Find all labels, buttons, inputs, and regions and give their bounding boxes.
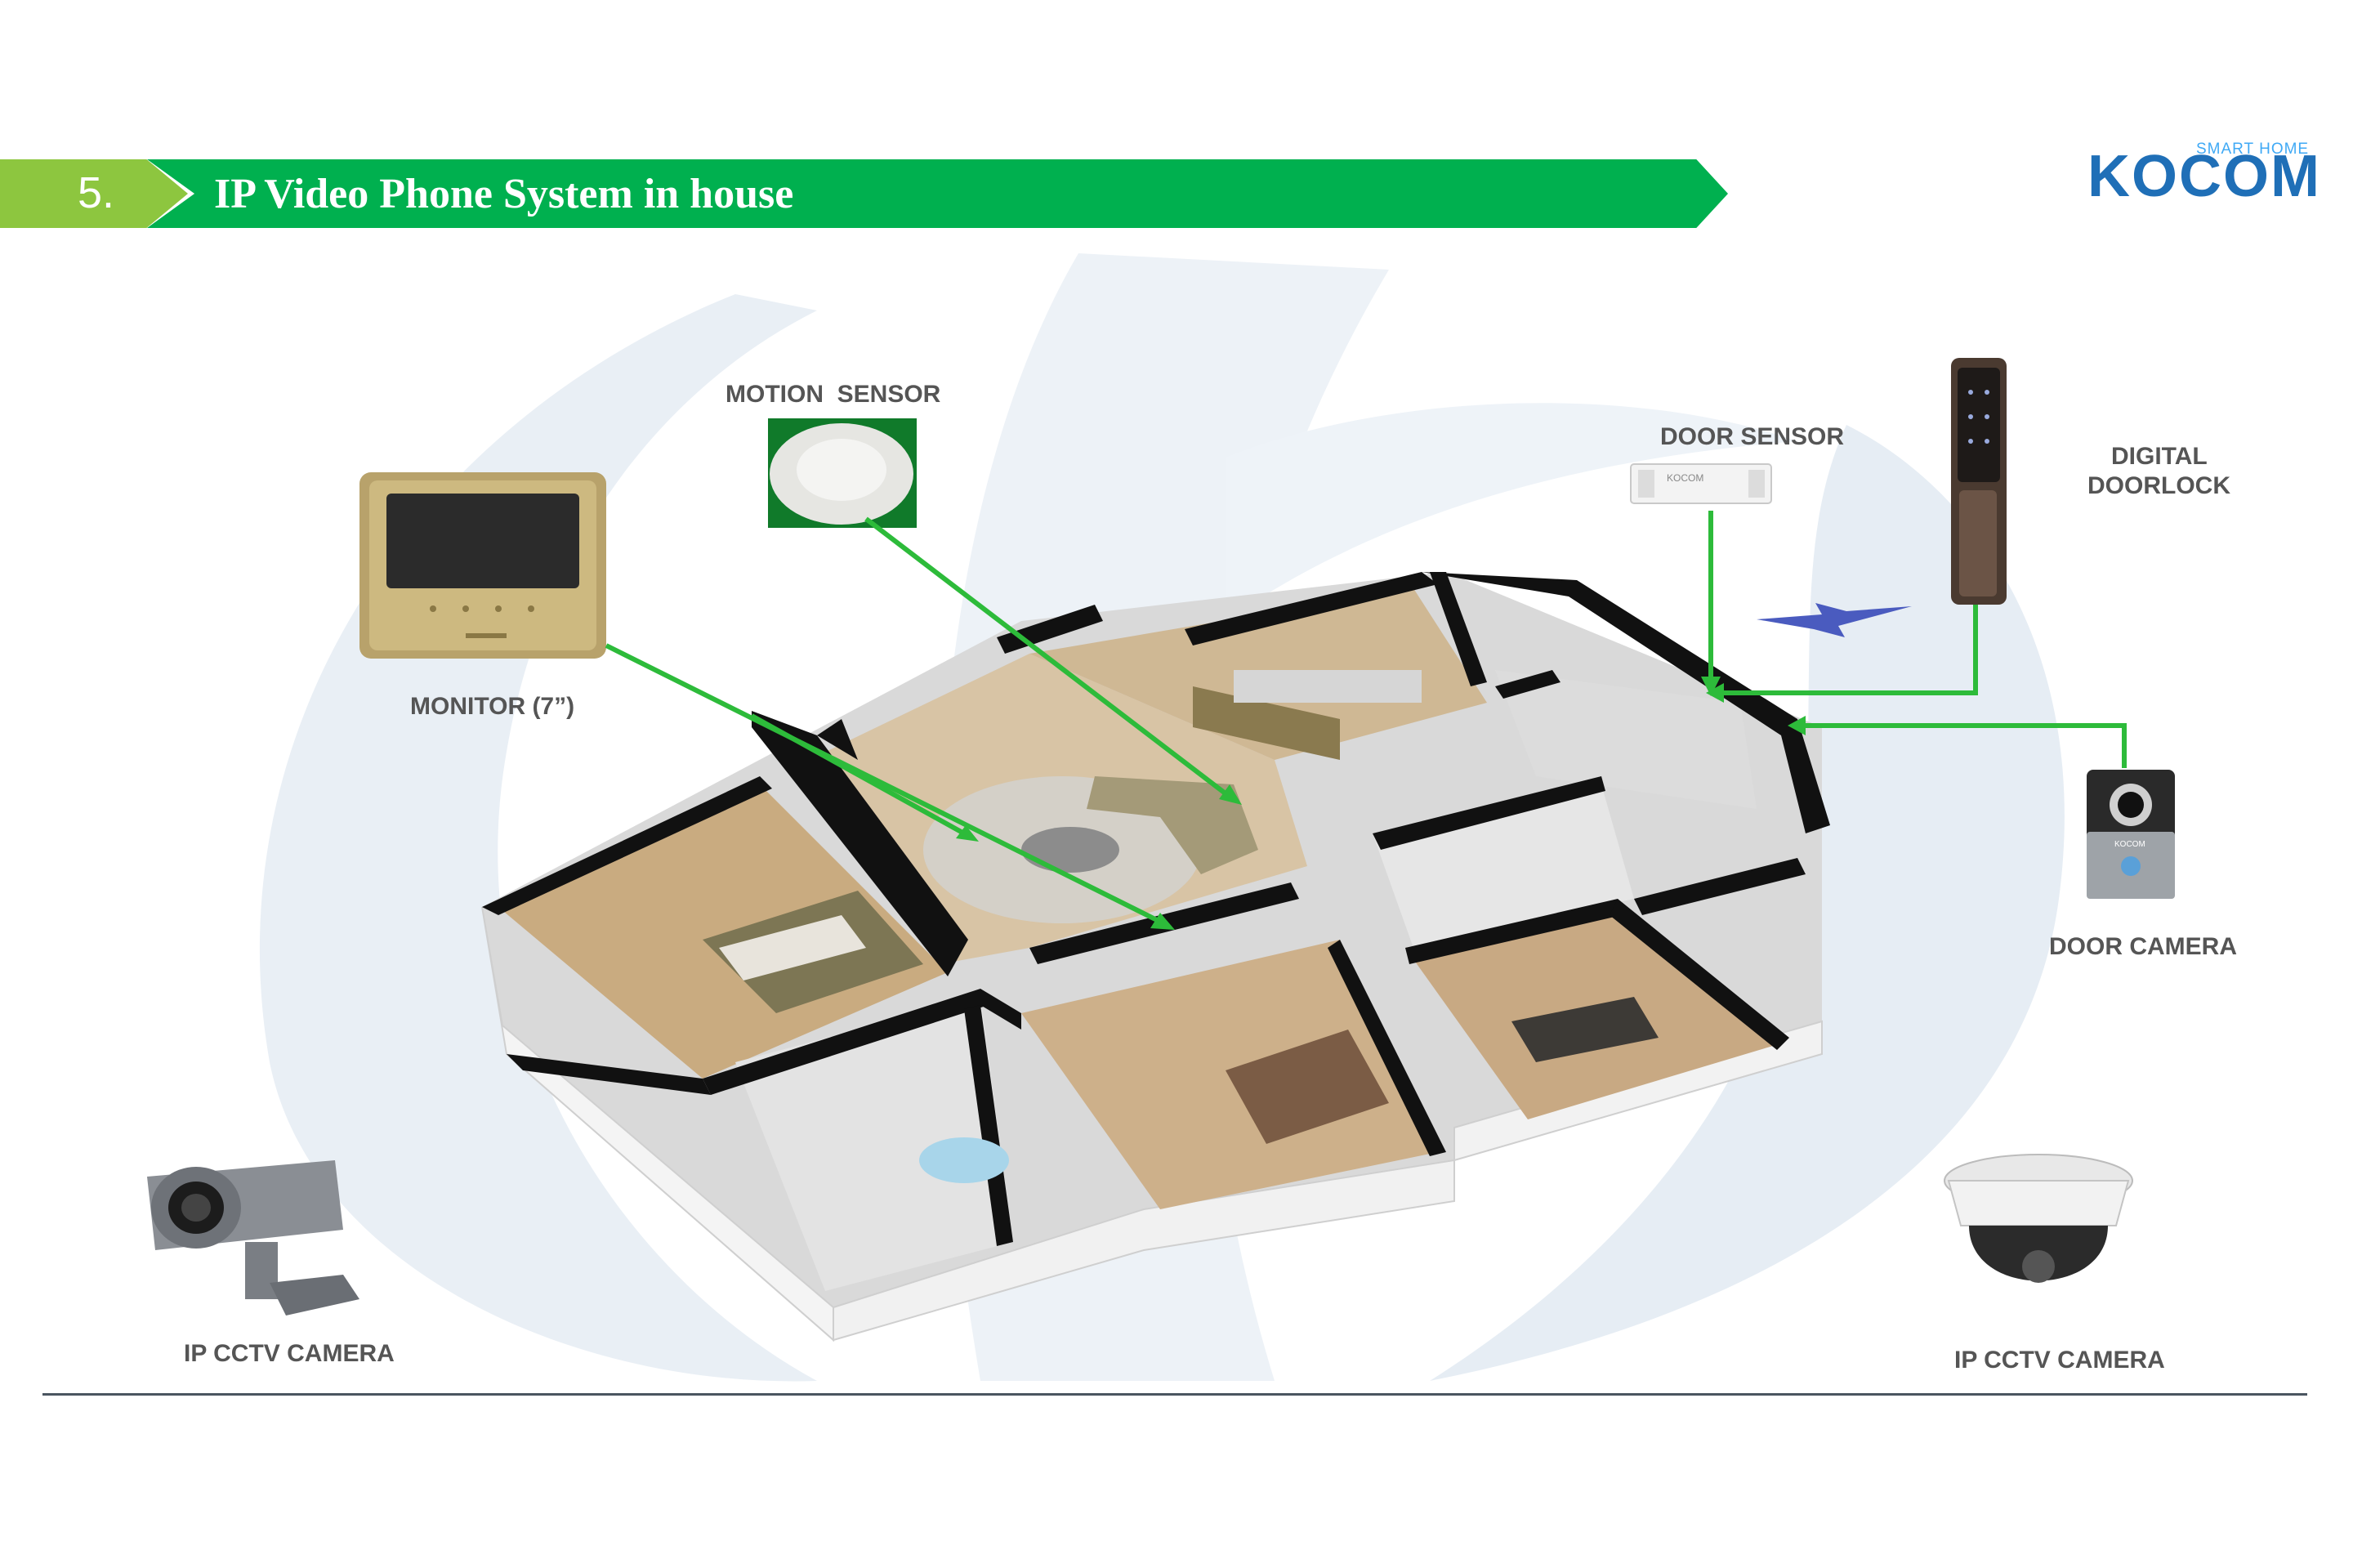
- connector-lines: [605, 511, 2127, 924]
- door-sensor-brand: KOCOM: [1667, 472, 1704, 484]
- door-camera-device: [2087, 770, 2175, 899]
- bottom-divider: [42, 1393, 2307, 1396]
- monitor-device: [359, 472, 606, 659]
- door-sensor-device: [1630, 463, 1772, 504]
- house-floor-plan: [481, 572, 1830, 1342]
- connector-monitor: [605, 643, 1162, 924]
- label-digital-doorlock-2: DOORLOCK: [2087, 472, 2230, 499]
- kocom-logo: KOCOM: [2087, 144, 2321, 209]
- header-bar: [147, 159, 1728, 228]
- connector-monitor-branch: [750, 713, 966, 836]
- label-ip-cctv-left: IP CCTV CAMERA: [184, 1340, 395, 1367]
- page-title: IP Video Phone System in house: [214, 171, 794, 217]
- section-number: 5.: [78, 168, 115, 217]
- label-monitor: MONITOR (7”): [410, 693, 575, 720]
- label-motion-sensor: MOTION SENSOR: [726, 381, 941, 408]
- header-accent: [0, 159, 188, 228]
- connector-motion-sensor: [864, 516, 1231, 799]
- label-digital-doorlock-1: DIGITAL: [2111, 443, 2208, 470]
- connector-arrowheads: [956, 677, 1806, 930]
- logo-tagline: SMART HOME: [2196, 141, 2310, 158]
- ip-cctv-bullet-camera: [147, 1160, 359, 1316]
- motion-sensor-device: [768, 418, 917, 528]
- wireless-signal-icon: [1757, 603, 1912, 637]
- connector-doorlock: [1712, 605, 1978, 695]
- label-door-camera: DOOR CAMERA: [2049, 933, 2237, 960]
- connector-door-camera: [1797, 723, 2127, 768]
- ip-cctv-dome-camera: [1944, 1154, 2133, 1283]
- door-camera-brand: KOCOM: [2114, 840, 2145, 849]
- label-door-sensor: DOOR SENSOR: [1660, 423, 1845, 450]
- label-ip-cctv-right: IP CCTV CAMERA: [1954, 1347, 2165, 1374]
- digital-doorlock-device: [1951, 358, 2007, 605]
